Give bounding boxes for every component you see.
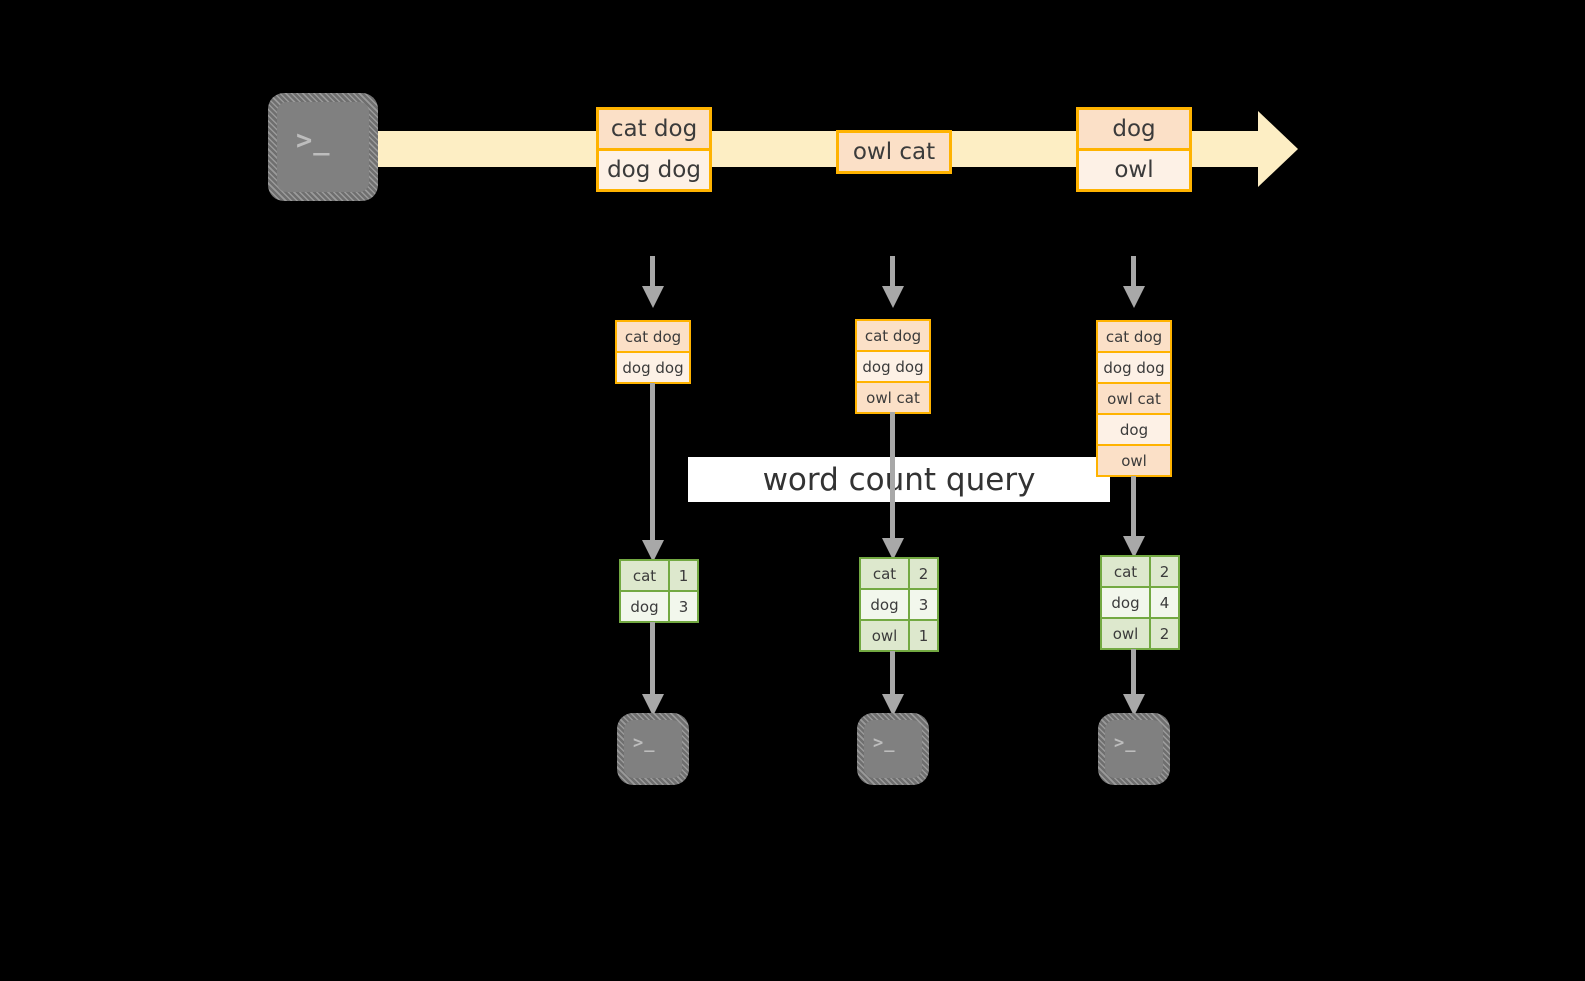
table-row: dog 3 [621, 590, 697, 621]
column-2-result-count-3: 1 [908, 621, 937, 650]
stream-event-1-line-1: cat dog [599, 110, 709, 148]
query-label-band: word count query [688, 457, 1110, 502]
column-3-sink-terminal-icon[interactable]: >_ [1098, 713, 1170, 785]
query-label-text: word count query [762, 461, 1036, 498]
terminal-face [864, 720, 922, 778]
column-3-result-word-1: cat [1102, 557, 1149, 586]
column-2-result-count-2: 3 [908, 590, 937, 619]
terminal-prompt-glyph: >_ [873, 733, 896, 753]
column-3-input-line-3: owl cat [1098, 382, 1170, 413]
stream-event-2-line-1: owl cat [839, 133, 949, 171]
trigger-arrow-head-1 [642, 286, 664, 308]
column-3-result-count-1: 2 [1149, 557, 1178, 586]
column-3-sink-arrow-head [1123, 694, 1145, 716]
column-1-process-line [650, 383, 655, 540]
column-1-input-line-1: cat dog [617, 322, 689, 351]
column-1-sink-terminal-icon[interactable]: >_ [617, 713, 689, 785]
column-1-process-arrow-head [642, 540, 664, 562]
column-2-process-line [890, 412, 895, 538]
terminal-prompt-glyph: >_ [1114, 733, 1137, 753]
column-3-input-line-1: cat dog [1098, 322, 1170, 351]
column-1-result-table[interactable]: cat 1 dog 3 [619, 559, 699, 623]
column-2-sink-terminal-icon[interactable]: >_ [857, 713, 929, 785]
table-row: cat 1 [621, 561, 697, 590]
table-row: cat 2 [1102, 557, 1178, 586]
column-2-input-line-2: dog dog [857, 350, 929, 381]
terminal-face [1105, 720, 1163, 778]
column-2-process-arrow-head [882, 538, 904, 560]
table-row: dog 3 [861, 588, 937, 619]
column-2-input-line-1: cat dog [857, 321, 929, 350]
column-3-result-word-3: owl [1102, 619, 1149, 648]
stream-event-3[interactable]: dog owl [1076, 107, 1192, 192]
column-3-result-table[interactable]: cat 2 dog 4 owl 2 [1100, 555, 1180, 650]
table-row: dog 4 [1102, 586, 1178, 617]
column-1-result-count-1: 1 [668, 561, 697, 590]
column-3-result-count-3: 2 [1149, 619, 1178, 648]
column-3-result-word-2: dog [1102, 588, 1149, 617]
trigger-arrow-head-2 [882, 286, 904, 308]
stream-arrow-head [1258, 111, 1298, 187]
table-row: owl 2 [1102, 617, 1178, 648]
column-3-process-line [1131, 476, 1136, 536]
column-1-sink-arrow-head [642, 694, 664, 716]
stream-event-2[interactable]: owl cat [836, 130, 952, 174]
table-row: owl 1 [861, 619, 937, 650]
column-1-result-count-2: 3 [668, 592, 697, 621]
column-3-result-count-2: 4 [1149, 588, 1178, 617]
trigger-dash-line-1 [650, 256, 655, 286]
terminal-prompt-glyph: >_ [633, 733, 656, 753]
column-2-input-line-3: owl cat [857, 381, 929, 412]
column-3-process-arrow-head [1123, 536, 1145, 558]
terminal-prompt-glyph: >_ [296, 125, 331, 156]
column-2-result-word-2: dog [861, 590, 908, 619]
column-1-sink-line [650, 622, 655, 694]
column-2-sink-arrow-head [882, 694, 904, 716]
column-1-result-word-1: cat [621, 561, 668, 590]
column-3-sink-line [1131, 649, 1136, 694]
trigger-dash-line-3 [1131, 256, 1136, 286]
terminal-face [277, 102, 369, 192]
column-3-input-line-4: dog [1098, 413, 1170, 444]
column-2-result-table[interactable]: cat 2 dog 3 owl 1 [859, 557, 939, 652]
column-2-result-word-1: cat [861, 559, 908, 588]
column-2-sink-line [890, 651, 895, 694]
column-3-input-records[interactable]: cat dog dog dog owl cat dog owl [1096, 320, 1172, 477]
stream-event-1[interactable]: cat dog dog dog [596, 107, 712, 192]
column-2-input-records[interactable]: cat dog dog dog owl cat [855, 319, 931, 414]
terminal-face [624, 720, 682, 778]
source-terminal-icon[interactable]: >_ [268, 93, 378, 201]
column-3-input-line-2: dog dog [1098, 351, 1170, 382]
column-3-input-line-5: owl [1098, 444, 1170, 475]
table-row: cat 2 [861, 559, 937, 588]
column-2-result-word-3: owl [861, 621, 908, 650]
stream-event-1-line-2: dog dog [599, 148, 709, 189]
trigger-dash-line-2 [890, 256, 895, 286]
column-2-result-count-1: 2 [908, 559, 937, 588]
column-1-input-records[interactable]: cat dog dog dog [615, 320, 691, 384]
stream-event-3-line-1: dog [1079, 110, 1189, 148]
column-1-result-word-2: dog [621, 592, 668, 621]
column-1-input-line-2: dog dog [617, 351, 689, 382]
trigger-arrow-head-3 [1123, 286, 1145, 308]
stream-event-3-line-2: owl [1079, 148, 1189, 189]
